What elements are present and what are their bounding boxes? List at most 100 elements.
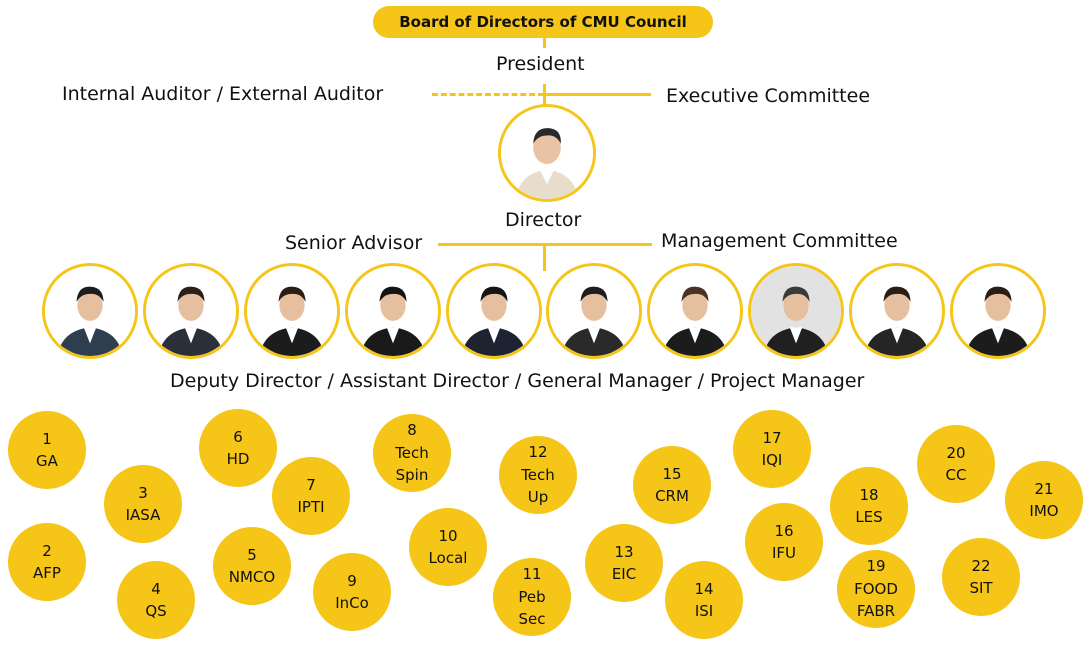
board-label: Board of Directors of CMU Council: [399, 13, 687, 31]
unit-number: 19: [866, 557, 886, 576]
unit-name: Up: [527, 488, 549, 507]
unit-name: NMCO: [228, 568, 276, 586]
director-avatar: [498, 104, 596, 202]
unit-name: Tech: [395, 443, 429, 462]
person-icon: [549, 266, 639, 356]
unit-name: Spin: [395, 466, 429, 485]
unit-number: 1: [42, 429, 52, 448]
unit-number: 7: [306, 475, 316, 494]
unit-name: CC: [945, 466, 967, 484]
president-label: President: [496, 53, 585, 75]
unit-name: IASA: [125, 506, 161, 524]
board-of-directors-box: Board of Directors of CMU Council: [373, 6, 713, 38]
management-committee-label: Management Committee: [661, 230, 898, 252]
person-icon: [247, 266, 337, 356]
unit-number: 17: [762, 428, 782, 447]
unit-name: IQI: [761, 451, 783, 469]
unit-number: 13: [614, 542, 634, 561]
connector-executive-committee: [545, 93, 651, 96]
unit-name: CRM: [655, 487, 689, 505]
person-icon: [348, 266, 438, 356]
unit-number: 3: [138, 483, 148, 502]
manager-avatar: [345, 263, 441, 359]
manager-avatar: [849, 263, 945, 359]
person-icon: [501, 107, 593, 199]
unit-name: IFU: [771, 544, 797, 562]
unit-number: 18: [859, 485, 879, 504]
internal-external-auditor-label: Internal Auditor / External Auditor: [62, 83, 384, 105]
director-label: Director: [505, 209, 582, 231]
connector-board-president: [543, 38, 546, 48]
manager-avatar: [748, 263, 844, 359]
unit-number: 6: [233, 427, 243, 446]
manager-avatar: [143, 263, 239, 359]
unit-number: 21: [1034, 479, 1054, 498]
unit-number: 15: [662, 464, 682, 483]
unit-number: 5: [247, 545, 257, 564]
unit-number: 16: [774, 521, 794, 540]
unit-name: QS: [145, 602, 167, 620]
manager-avatar: [446, 263, 542, 359]
unit-number: 4: [151, 579, 161, 598]
manager-avatar: [950, 263, 1046, 359]
unit-name: EIC: [611, 565, 637, 583]
unit-name: SIT: [969, 579, 993, 597]
unit-name: ISI: [694, 602, 714, 620]
person-icon: [852, 266, 942, 356]
unit-name: Tech: [521, 465, 555, 484]
unit-number: 9: [347, 571, 357, 590]
senior-advisor-label: Senior Advisor: [285, 232, 423, 254]
executive-committee-label: Executive Committee: [666, 85, 871, 107]
unit-name: Sec: [518, 610, 546, 629]
connector-auditor-dashed: [432, 93, 544, 96]
unit-number: 8: [407, 421, 417, 440]
manager-avatar: [647, 263, 743, 359]
person-icon: [449, 266, 539, 356]
unit-number: 10: [438, 526, 458, 545]
unit-name: IMO: [1029, 502, 1059, 520]
unit-name: InCo: [335, 594, 369, 612]
unit-name: GA: [36, 452, 58, 470]
unit-name: IPTI: [297, 498, 325, 516]
manager-avatar: [42, 263, 138, 359]
person-icon: [45, 266, 135, 356]
deputy-row-label: Deputy Director / Assistant Director / G…: [170, 370, 865, 392]
person-icon: [146, 266, 236, 356]
unit-name: Local: [428, 549, 468, 567]
person-icon: [650, 266, 740, 356]
manager-avatar: [244, 263, 340, 359]
unit-number: 11: [522, 565, 542, 584]
unit-name: LES: [855, 508, 883, 526]
unit-number: 14: [694, 579, 714, 598]
unit-number: 22: [971, 556, 991, 575]
unit-name: FABR: [856, 602, 896, 621]
manager-avatar: [546, 263, 642, 359]
unit-name: FOOD: [854, 579, 898, 598]
unit-name: AFP: [33, 564, 61, 582]
person-icon: [751, 266, 841, 356]
connector-president-director: [543, 84, 546, 106]
person-icon: [953, 266, 1043, 356]
unit-name: HD: [226, 450, 250, 468]
unit-name: Peb: [518, 587, 546, 606]
connector-director-deputies: [543, 243, 546, 271]
